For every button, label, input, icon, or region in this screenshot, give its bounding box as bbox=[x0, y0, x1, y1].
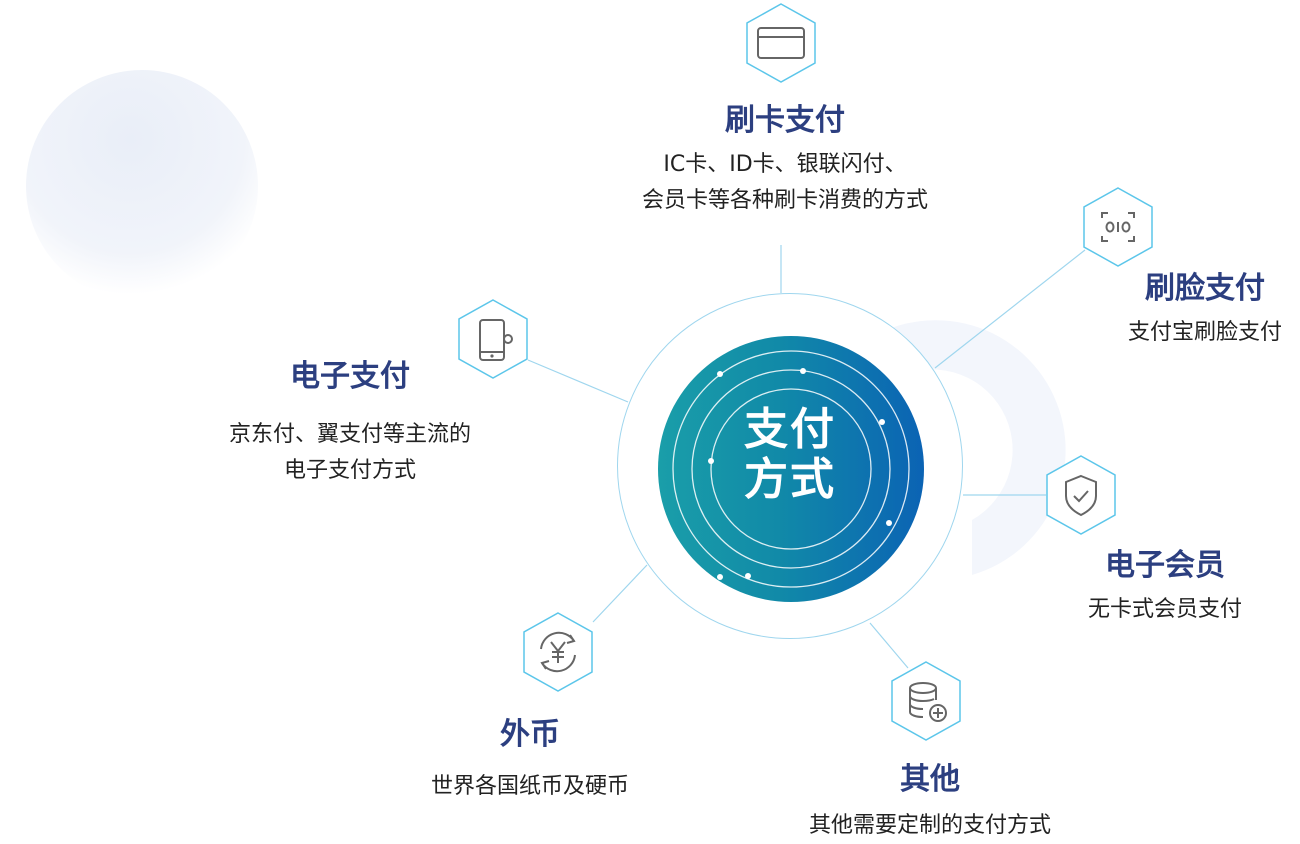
mobile-settings-icon bbox=[458, 299, 528, 379]
yen-exchange-icon bbox=[523, 612, 593, 692]
face-scan-icon bbox=[1083, 187, 1153, 267]
electronic-member-desc: 无卡式会员支付 bbox=[1087, 597, 1242, 622]
center-title: 支付 方式 bbox=[700, 405, 880, 505]
center-title-line1: 支付 bbox=[744, 404, 836, 455]
electronic-payment-desc-line2: 电子支付方式 bbox=[283, 458, 416, 483]
background-blob bbox=[26, 70, 258, 302]
face-payment-label: 刷脸支付 支付宝刷脸支付 bbox=[1100, 271, 1300, 351]
background-ring bbox=[842, 320, 1066, 575]
database-add-icon bbox=[891, 661, 961, 741]
card-payment-label: 刷卡支付 IC卡、ID卡、银联闪付、 会员卡等各种刷卡消费的方式 bbox=[610, 103, 960, 219]
other-payment-title: 其他 bbox=[900, 762, 960, 797]
shield-check-icon bbox=[1046, 455, 1116, 535]
foreign-currency-desc: 世界各国纸币及硬币 bbox=[430, 774, 629, 799]
electronic-member-title: 电子会员 bbox=[1105, 548, 1225, 583]
card-payment-desc-line1: IC卡、ID卡、银联闪付、 bbox=[663, 152, 907, 177]
electronic-payment-label: 电子支付 京东付、翼支付等主流的 电子支付方式 bbox=[190, 359, 510, 489]
credit-card-icon bbox=[746, 3, 816, 83]
face-payment-title: 刷脸支付 bbox=[1145, 271, 1265, 306]
foreign-currency-title: 外币 bbox=[500, 717, 560, 752]
electronic-payment-desc-line1: 京东付、翼支付等主流的 bbox=[228, 422, 471, 447]
center-title-line2: 方式 bbox=[744, 454, 836, 505]
foreign-currency-label: 外币 世界各国纸币及硬币 bbox=[395, 717, 665, 805]
other-payment-desc: 其他需要定制的支付方式 bbox=[808, 813, 1051, 838]
other-payment-label: 其他 其他需要定制的支付方式 bbox=[770, 762, 1090, 844]
center-disc bbox=[658, 336, 924, 602]
electronic-member-label: 电子会员 无卡式会员支付 bbox=[1060, 548, 1270, 628]
card-payment-desc-line2: 会员卡等各种刷卡消费的方式 bbox=[641, 188, 928, 213]
face-payment-desc: 支付宝刷脸支付 bbox=[1127, 320, 1282, 345]
electronic-payment-title: 电子支付 bbox=[290, 359, 410, 394]
card-payment-title: 刷卡支付 bbox=[725, 103, 845, 138]
